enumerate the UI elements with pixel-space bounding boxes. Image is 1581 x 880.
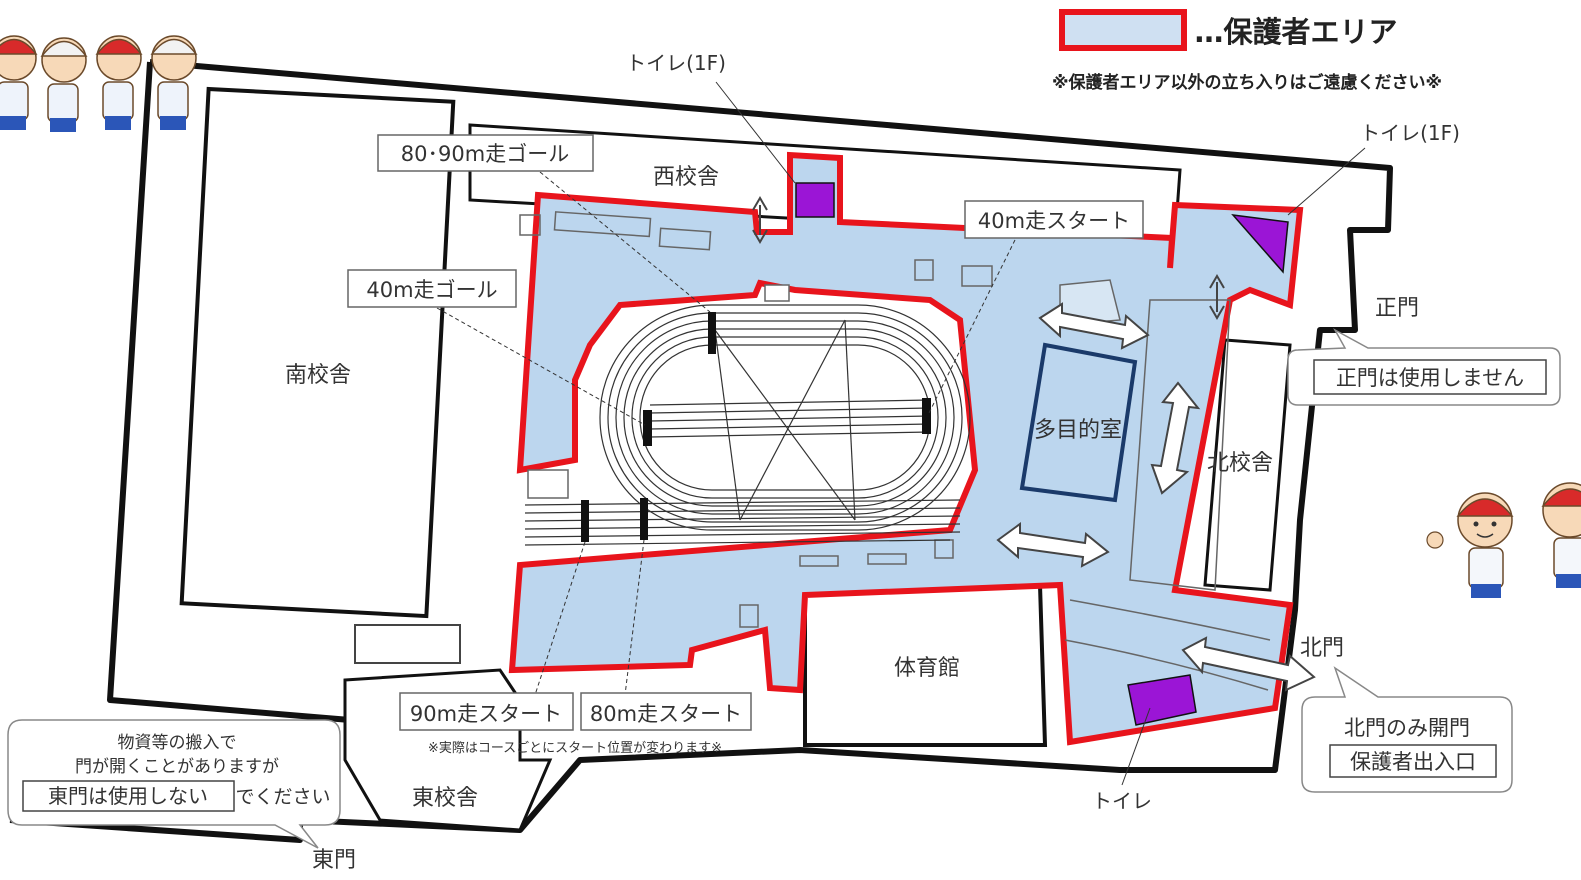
leader-goal-40	[436, 307, 646, 426]
leader-toilet-bottom	[1121, 707, 1151, 786]
leader-toilet-west	[715, 81, 796, 184]
label-toilet-bottom: トイレ	[1092, 789, 1152, 813]
children-running-illustration	[0, 35, 198, 132]
legend-note: ※保護者エリア以外の立ち入りはご遠慮ください※	[1052, 72, 1442, 93]
running-track	[524, 304, 971, 546]
callout-main-gate-text: 正門は使用しません	[1336, 366, 1524, 390]
arrow-north-gate	[1181, 636, 1316, 692]
legend: …保護者エリア ※保護者エリア以外の立ち入りはご遠慮ください※	[1052, 9, 1442, 93]
arrow-field-upper	[1038, 302, 1150, 350]
marker-start-40-text: 40m走スタート	[978, 209, 1130, 233]
marker-start-90: 90m走スタート	[399, 692, 574, 731]
callout-north-gate-line2: 保護者出入口	[1350, 750, 1476, 774]
leader-toilet-northeast	[1287, 147, 1366, 216]
label-toilet-northeast: トイレ(1F)	[1360, 121, 1460, 145]
south-building-annex	[354, 624, 461, 664]
marker-start-40: 40m走スタート	[964, 200, 1144, 239]
callout-east-gate-boxed: 東門は使用しない	[48, 784, 208, 808]
callout-east-gate-suffix: でください	[235, 786, 330, 808]
label-main-gate: 正門	[1375, 296, 1419, 321]
big-arrows	[996, 302, 1316, 692]
callout-east-gate-line1: 物資等の搬入で	[118, 733, 237, 753]
label-east-gate: 東門	[312, 848, 356, 873]
label-north-gate: 北門	[1300, 636, 1344, 661]
toilet-markers	[795, 182, 1289, 726]
label-gymnasium: 体育館	[894, 656, 960, 681]
marker-goal-80-90: 80･90m走ゴール	[377, 134, 594, 172]
arrow-field-lower	[996, 522, 1110, 568]
label-east-building: 東校舎	[412, 786, 478, 811]
arrow-west-passage	[752, 196, 768, 244]
label-south-building: 南校舎	[285, 363, 351, 388]
marker-goal-40: 40m走ゴール	[347, 269, 517, 308]
marker-goal-80-90-text: 80･90m走ゴール	[401, 142, 569, 166]
south-building	[179, 86, 456, 619]
label-north-building: 北校舎	[1207, 451, 1273, 476]
leader-goal-80-90	[539, 171, 711, 313]
label-multipurpose-room: 多目的室	[1034, 418, 1122, 443]
marker-start-80-text: 80m走スタート	[590, 702, 742, 726]
callout-east-gate-line2: 門が開くことがありますが	[75, 757, 279, 777]
marker-start-90-text: 90m走スタート	[410, 702, 562, 726]
multipurpose-room	[1019, 342, 1138, 503]
toilet-northeast	[1231, 214, 1289, 274]
legend-swatch	[1059, 9, 1187, 51]
race-line-bars	[581, 312, 931, 542]
leader-start-90	[534, 541, 586, 696]
school-grounds-outline	[9, 59, 1393, 843]
label-toilet-west: トイレ(1F)	[626, 51, 726, 75]
arrow-north-passage	[1209, 274, 1225, 320]
marker-goal-40-text: 40m走ゴール	[366, 278, 497, 302]
callout-north-gate-line1: 北門のみ開門	[1344, 716, 1470, 740]
arrow-north-building	[1150, 381, 1201, 495]
marker-start-80: 80m走スタート	[580, 692, 752, 731]
toilet-west	[795, 182, 835, 218]
toilet-bottom	[1127, 674, 1197, 726]
north-building	[1203, 338, 1292, 592]
leader-start-40	[927, 239, 1016, 416]
legend-label: …保護者エリア	[1194, 15, 1397, 49]
callout-north-gate: 北門のみ開門 保護者出入口	[1301, 666, 1513, 793]
leader-start-80	[624, 539, 645, 696]
children-cheering-illustration	[1426, 482, 1581, 598]
leader-lines	[436, 81, 1366, 786]
movement-arrows	[752, 196, 1225, 320]
callout-main-gate: 正門は使用しません	[1287, 328, 1561, 406]
race-start-note: ※実際はコースごとにスタート位置が変わります※	[428, 740, 722, 756]
callout-east-gate: 物資等の搬入で 門が開くことがありますが 東門は使用しない でください	[7, 719, 341, 849]
label-west-building: 西校舎	[653, 165, 719, 190]
